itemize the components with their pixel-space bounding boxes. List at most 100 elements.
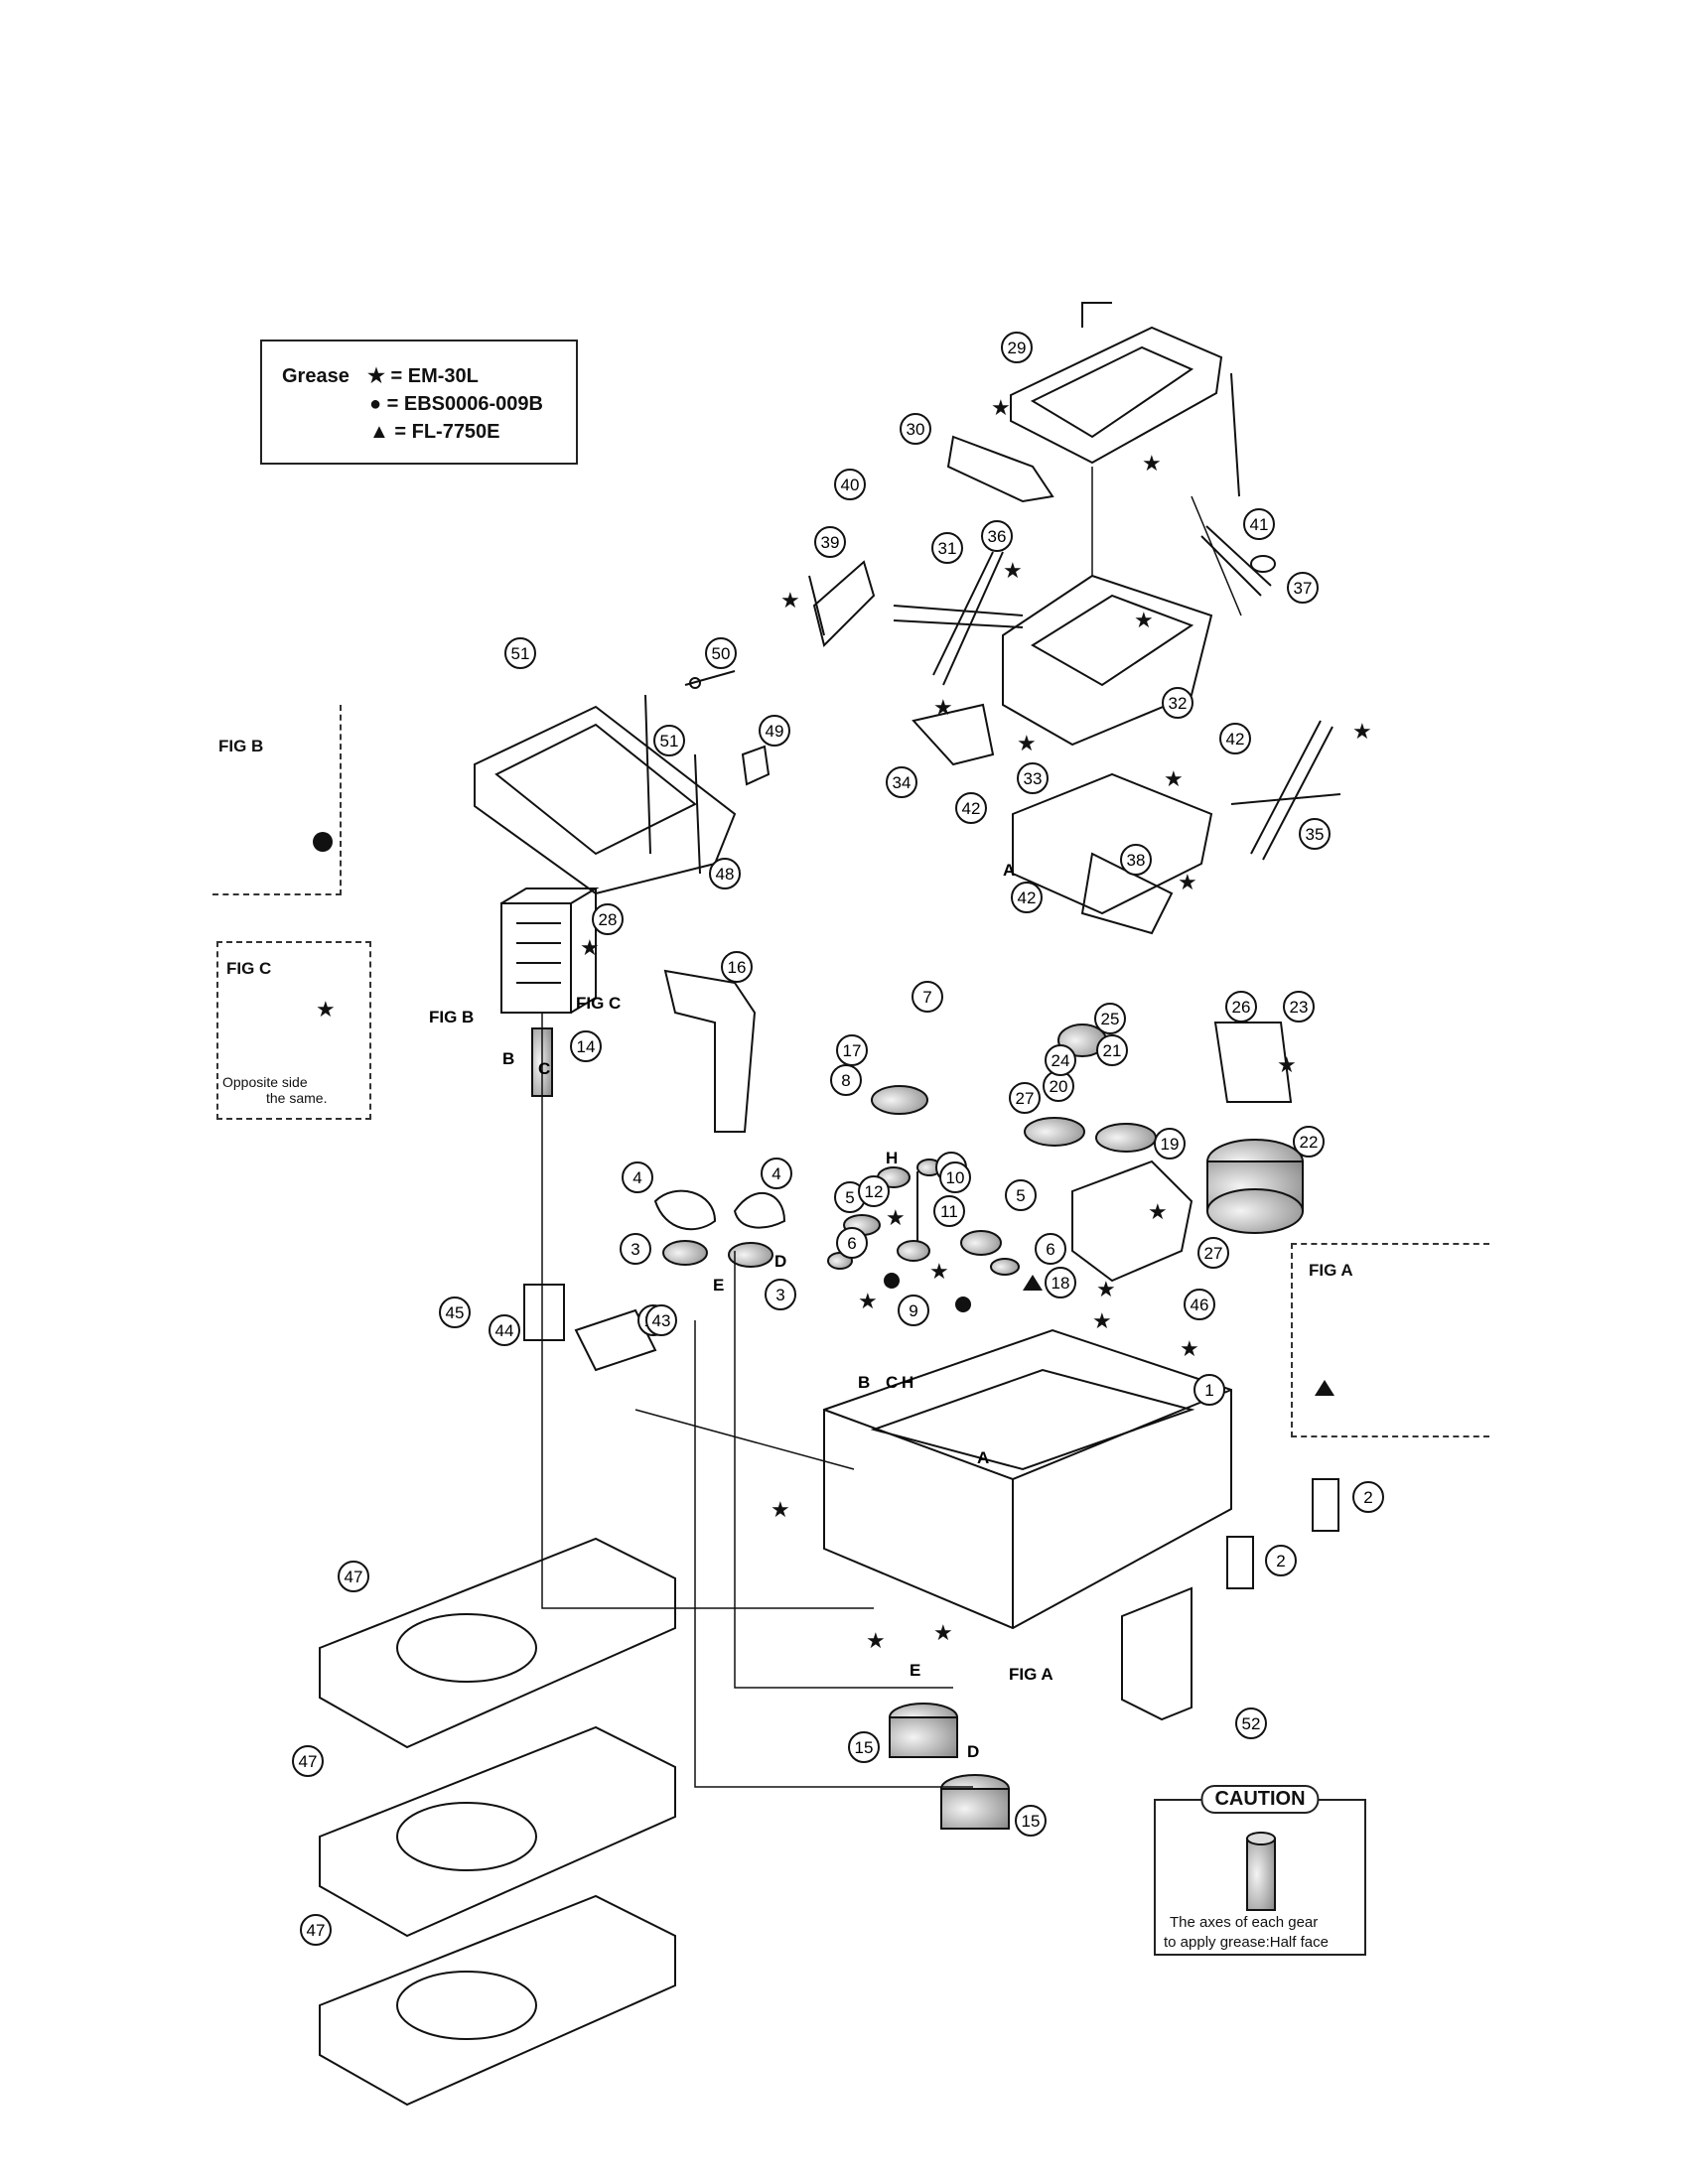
svg-text:★: ★ — [1092, 1309, 1112, 1334]
callout-5: 5 — [1005, 1179, 1037, 1211]
callout-number: 19 — [1161, 1135, 1180, 1154]
callout-number: 35 — [1306, 825, 1325, 844]
callout-38: 38 — [1120, 844, 1152, 876]
callout-number: 36 — [988, 527, 1007, 546]
connection-letter-C: C — [538, 1059, 550, 1078]
callout-number: 14 — [577, 1037, 596, 1056]
callout-4: 4 — [761, 1158, 792, 1189]
callout-number: 17 — [843, 1041, 862, 1060]
part-motor-22-23 — [1206, 1022, 1304, 1234]
callout-number: 27 — [1204, 1244, 1223, 1263]
callout-number: 4 — [772, 1164, 780, 1183]
callout-number: 12 — [865, 1182, 884, 1201]
callout-28: 28 — [592, 903, 624, 935]
callout-number: 34 — [893, 773, 912, 792]
callout-layer: 1223344556667891011121314151516171819202… — [292, 332, 1384, 1946]
callout-3: 3 — [620, 1233, 651, 1265]
assembly-lines — [541, 467, 1242, 1788]
callout-number: 20 — [1050, 1077, 1068, 1096]
fig-c-ref-label: FIG C — [576, 994, 621, 1013]
callout-number: 46 — [1191, 1296, 1209, 1314]
callout-number: 41 — [1250, 515, 1269, 534]
callout-number: 24 — [1052, 1051, 1070, 1070]
callout-42: 42 — [1011, 882, 1043, 913]
callout-number: 5 — [845, 1188, 854, 1207]
part-clip-49 — [741, 745, 771, 786]
callout-37: 37 — [1287, 572, 1319, 604]
callout-30: 30 — [900, 413, 931, 445]
callout-22: 22 — [1293, 1126, 1325, 1158]
callout-number: 50 — [712, 644, 731, 663]
callout-number: 8 — [841, 1071, 850, 1090]
part-board-52 — [1121, 1586, 1193, 1721]
callout-52: 52 — [1235, 1707, 1267, 1739]
part-side-39 — [808, 560, 876, 647]
legend-entry-fl7750e: ▲ = FL-7750E — [369, 421, 500, 443]
connection-letter-H: H — [886, 1149, 898, 1167]
callout-51: 51 — [504, 637, 536, 669]
callout-number: 42 — [962, 799, 981, 818]
callout-17: 17 — [836, 1034, 868, 1066]
svg-text:★: ★ — [1003, 559, 1023, 584]
callout-10: 10 — [939, 1161, 971, 1193]
callout-number: 6 — [847, 1234, 856, 1253]
svg-text:★: ★ — [866, 1629, 886, 1654]
fig-b-title: FIG B — [218, 737, 264, 755]
callout-15: 15 — [1015, 1805, 1047, 1837]
callout-3: 3 — [765, 1279, 796, 1310]
svg-text:★: ★ — [991, 396, 1011, 421]
callout-number: 16 — [728, 958, 747, 977]
part-plate-30 — [946, 435, 1054, 503]
callout-20: 20 — [1043, 1070, 1074, 1102]
legend-title: Grease — [282, 365, 350, 387]
legend-entry-ebs0006: ● = EBS0006-009B — [369, 393, 543, 415]
fig-c-note-line2: the same. — [266, 1090, 328, 1106]
fig-a-inset — [1291, 1243, 1489, 1437]
callout-number: 45 — [446, 1303, 465, 1322]
callout-35: 35 — [1299, 818, 1331, 850]
callout-number: 37 — [1294, 579, 1313, 598]
caution-line2: to apply grease:Half face — [1164, 1934, 1329, 1951]
triangle-icon: ▲ — [369, 421, 389, 443]
part-motors-15 — [889, 1703, 1010, 1830]
svg-text:★: ★ — [858, 1290, 878, 1314]
callout-43: 43 — [645, 1304, 677, 1336]
connection-letter-A: A — [1003, 861, 1015, 880]
callout-6: 6 — [836, 1227, 868, 1259]
callout-number: 44 — [495, 1321, 514, 1340]
callout-number: 49 — [766, 722, 784, 741]
callout-number: 25 — [1101, 1010, 1120, 1028]
callout-25: 25 — [1094, 1003, 1126, 1034]
part-frame-38 — [1012, 772, 1213, 935]
callout-33: 33 — [1017, 762, 1049, 794]
part-motor-assy-18-24 — [1024, 1024, 1193, 1283]
inline-fig-refs: FIG B FIG C FIG A — [429, 994, 1053, 1684]
connection-letter-H: H — [902, 1373, 913, 1392]
svg-text:★: ★ — [1134, 609, 1154, 633]
callout-40: 40 — [834, 469, 866, 500]
callout-36: 36 — [981, 520, 1013, 552]
callout-46: 46 — [1184, 1289, 1215, 1320]
callout-34: 34 — [886, 766, 917, 798]
callout-number: 40 — [841, 476, 860, 494]
callout-29: 29 — [1001, 332, 1033, 363]
part-bracket-13 — [663, 969, 757, 1133]
grease-star-icons: ★★ ★★ ★★ ★★ ★★ ★★ ★★ ★★ ★★ ★★ ★★ ★★ — [316, 396, 1372, 1654]
callout-number: 3 — [631, 1240, 639, 1259]
grease-dot-icons — [313, 832, 971, 1312]
part-spring-50 — [684, 670, 736, 689]
fig-c-note-line1: Opposite side — [222, 1074, 308, 1090]
callout-number: 6 — [1046, 1240, 1054, 1259]
callout-number: 3 — [775, 1286, 784, 1304]
callout-number: 15 — [1022, 1812, 1041, 1831]
connection-letter-D: D — [774, 1252, 786, 1271]
callout-45: 45 — [439, 1297, 471, 1328]
grease-legend: Grease ★ = EM-30L ● = EBS0006-009B ▲ = F… — [260, 340, 578, 465]
callout-24: 24 — [1045, 1044, 1076, 1076]
callout-47: 47 — [300, 1914, 332, 1946]
svg-text:★: ★ — [933, 1621, 953, 1646]
callout-2: 2 — [1352, 1481, 1384, 1513]
callout-41: 41 — [1243, 508, 1275, 540]
